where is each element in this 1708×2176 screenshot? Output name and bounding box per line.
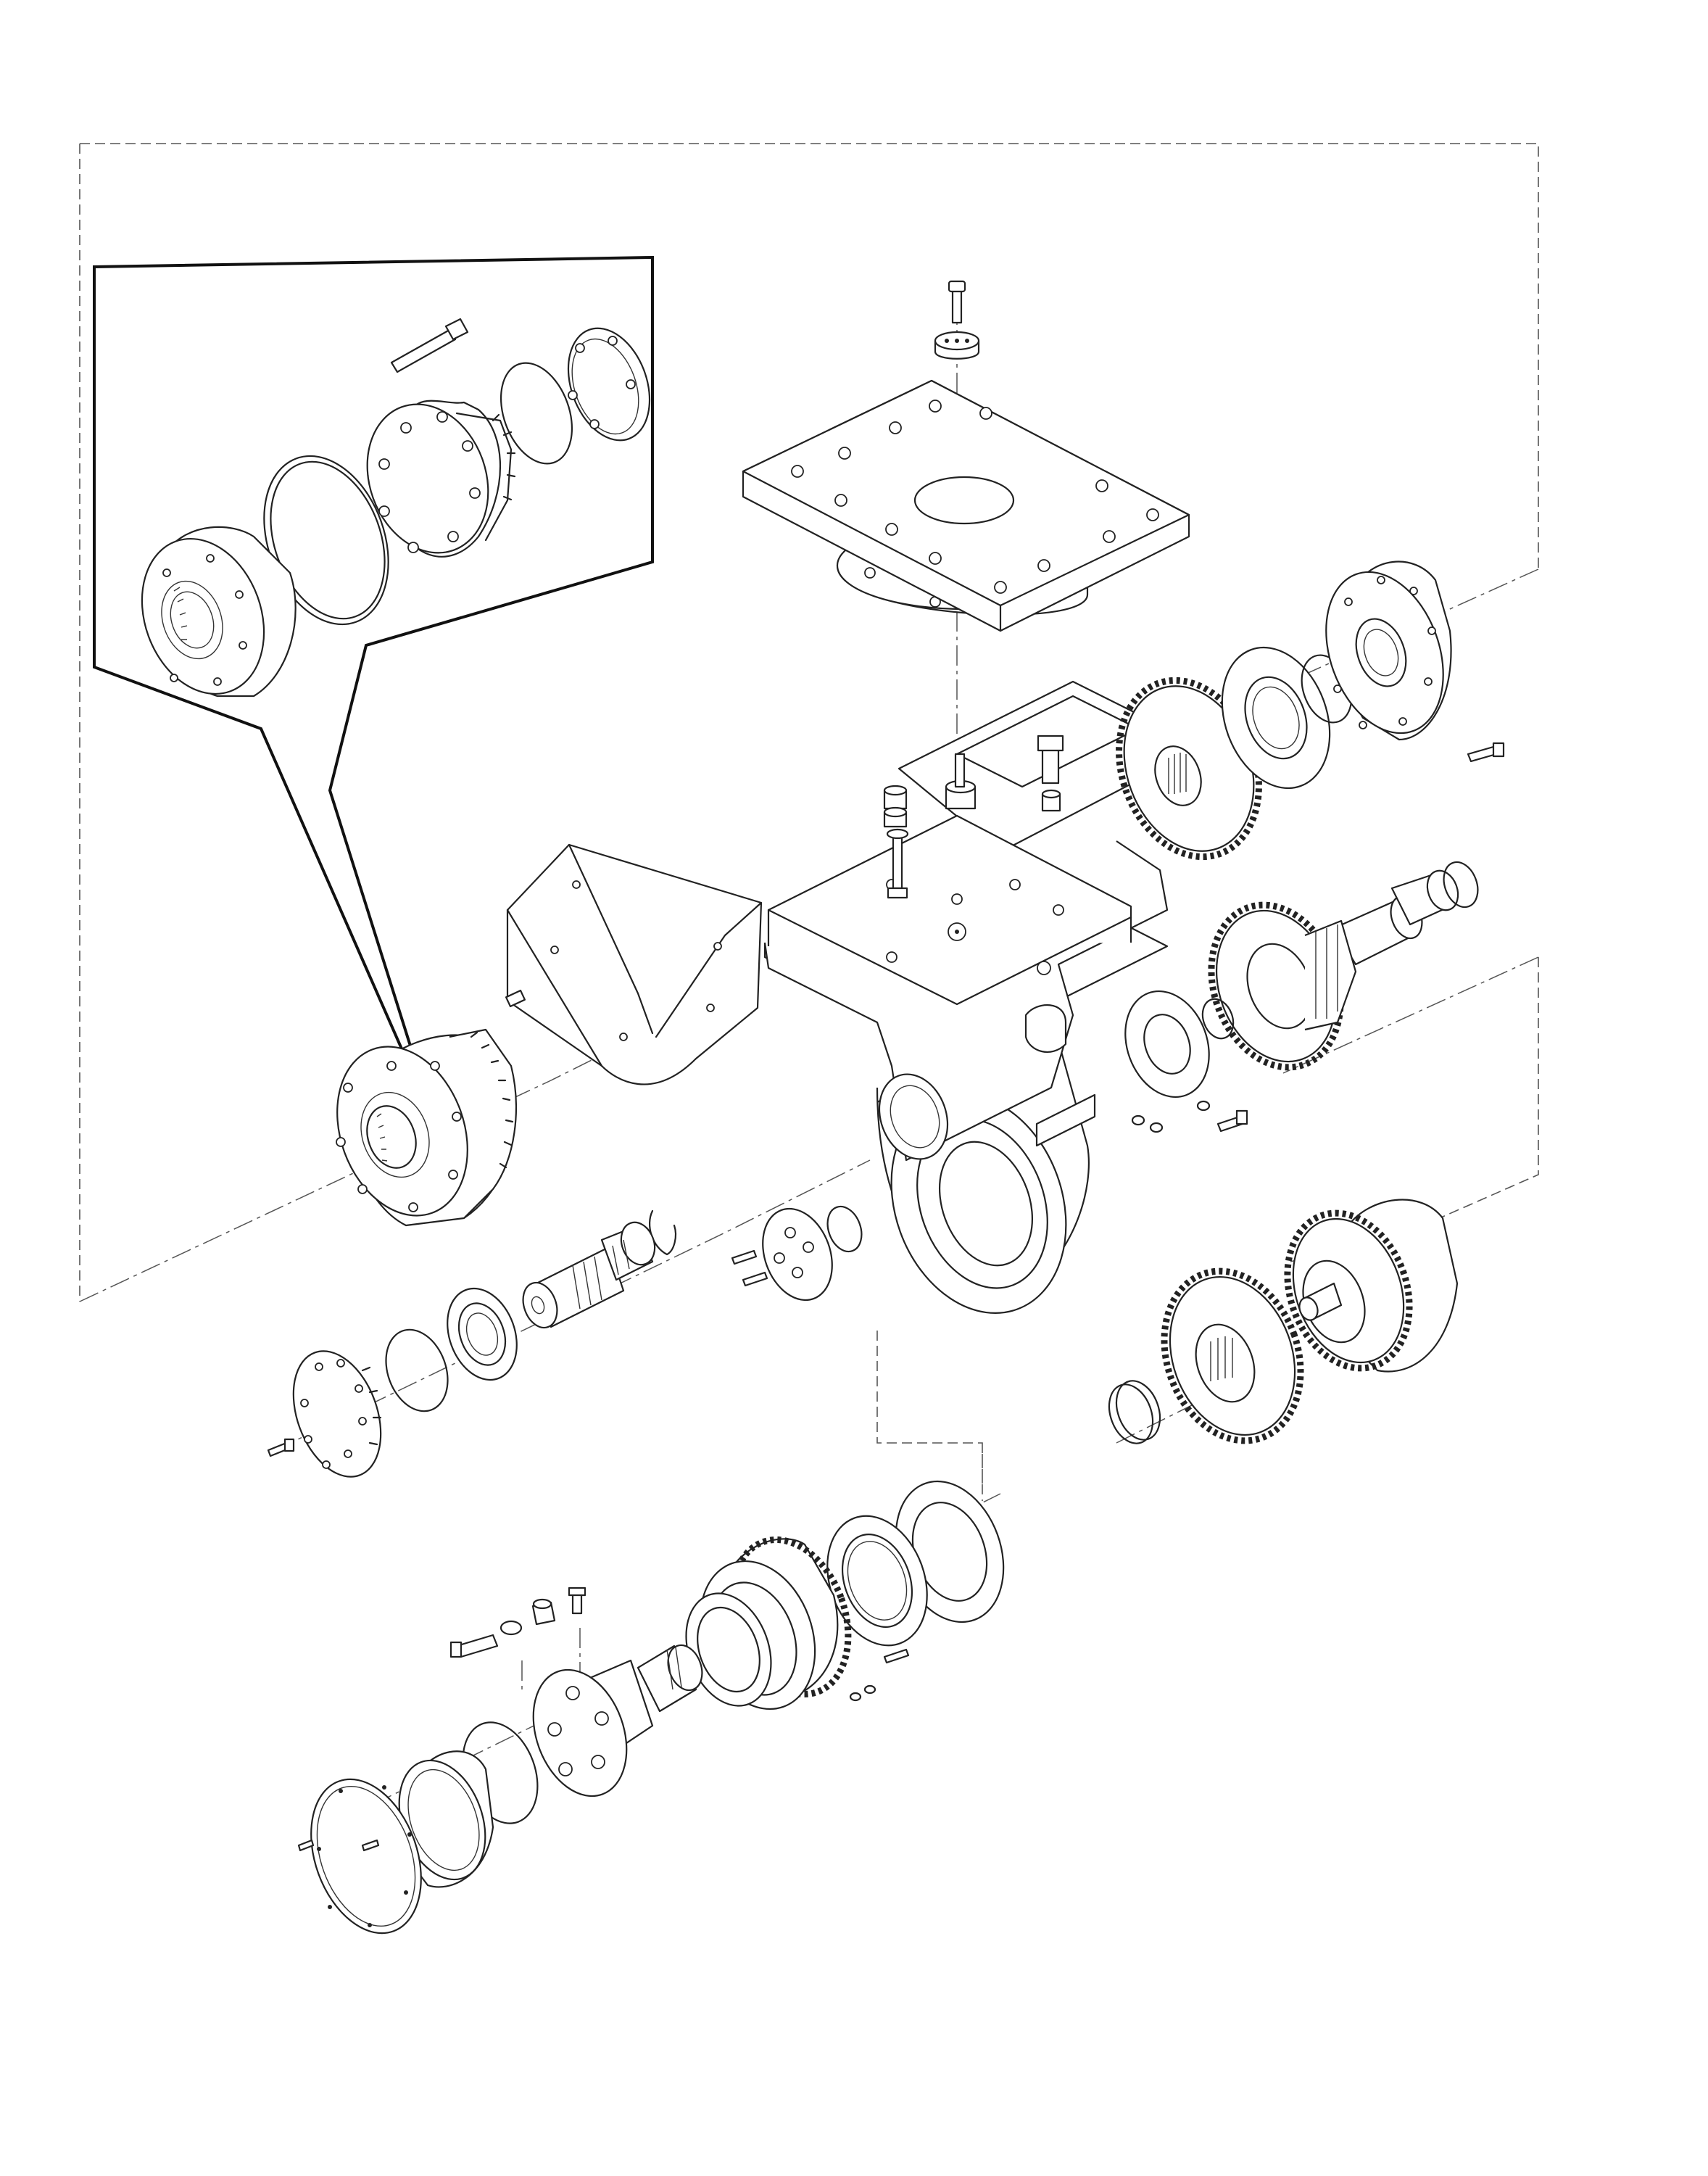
flange-bolts — [731, 1249, 768, 1287]
motor-detail-callout — [93, 255, 654, 1061]
top-cap — [934, 331, 980, 360]
flange-o-ring — [826, 1205, 863, 1253]
housing-fasteners — [883, 735, 1064, 899]
end-cover-screws — [297, 1839, 380, 1852]
output-gear — [1161, 1267, 1304, 1444]
ring-gear-bolts — [849, 1648, 910, 1702]
input-shaft — [522, 1221, 656, 1329]
input-o-ring — [385, 1328, 449, 1412]
callout-bolt — [390, 318, 469, 373]
small-bearing-ring — [1201, 998, 1235, 1040]
callout-small-cover — [567, 327, 651, 442]
hopper-guard — [506, 843, 763, 1085]
mounting-plate — [742, 379, 1190, 632]
intermediate-seal — [1443, 861, 1479, 909]
end-cover — [310, 1778, 422, 1935]
planet-carrier — [637, 1644, 703, 1713]
side-fasteners — [1131, 1100, 1248, 1133]
gearbox-housing — [763, 680, 1176, 1314]
small-bearing — [1124, 990, 1210, 1099]
upper-cover — [1325, 560, 1452, 741]
input-bearing — [447, 1287, 518, 1381]
retaining-clip — [649, 1209, 677, 1256]
planetary-hub — [1284, 1199, 1459, 1373]
top-bolt — [948, 280, 966, 324]
upper-bearing — [1221, 646, 1331, 790]
ring-gear — [685, 1536, 852, 1710]
carrier-pins — [449, 1587, 586, 1658]
carrier-plate — [532, 1659, 654, 1798]
callout-o-ring — [499, 362, 573, 465]
callout-motor-body — [141, 526, 297, 698]
hydraulic-motor — [336, 1028, 517, 1227]
end-seal — [398, 1750, 494, 1888]
input-cover — [292, 1350, 382, 1478]
retaining-ring — [1108, 1380, 1161, 1444]
intermediate-gear — [1208, 901, 1357, 1071]
hopper-bolt — [505, 989, 526, 1008]
callout-motor-face — [366, 400, 516, 558]
flange-plate — [762, 1207, 833, 1302]
intermediate-shaft — [1332, 869, 1459, 966]
input-cover-bolt — [267, 1438, 295, 1457]
lower-bearing — [826, 1515, 928, 1647]
upper-cover-bolt — [1467, 742, 1505, 763]
